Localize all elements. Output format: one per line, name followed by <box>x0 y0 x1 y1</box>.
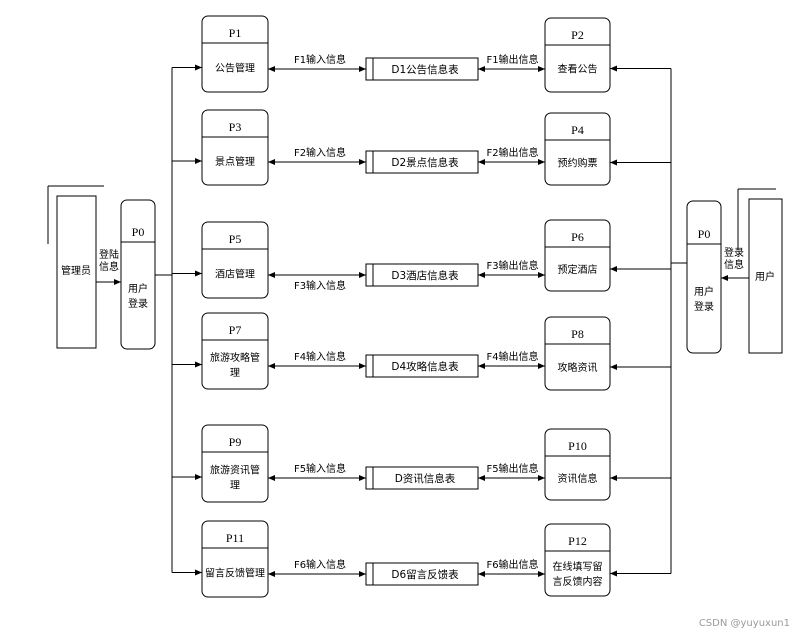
left-process-p7-label: 旅游攻略管 <box>210 351 260 364</box>
data-store-5-label: D资讯信息表 <box>395 472 456 485</box>
left-process-p5-box <box>201 221 269 299</box>
output-flow-label-3: F3输出信息 <box>486 259 538 272</box>
left-process-p9-id: P9 <box>229 435 242 449</box>
data-store-3-box <box>365 263 479 287</box>
left-process-p1-label: 公告管理 <box>215 62 255 75</box>
admin-login-flow-label: 信息 <box>99 260 119 273</box>
output-flow-label-2: F2输出信息 <box>486 146 538 159</box>
left-process-p1-id: P1 <box>229 26 242 40</box>
right-process-p4-id: P4 <box>571 123 584 137</box>
left-process-p9-label: 理 <box>230 480 240 492</box>
data-store-6-box <box>365 562 479 586</box>
input-flow-label-2: F2输入信息 <box>294 146 346 159</box>
data-store-1-box <box>365 57 479 81</box>
left-process-p7-id: P7 <box>229 323 242 337</box>
left-login-process-label: 登录 <box>128 297 148 310</box>
left-login-process-box <box>120 199 156 350</box>
shape-layer <box>47 15 783 598</box>
right-process-p6-box <box>544 219 611 292</box>
right-process-p12-box <box>544 523 611 597</box>
left-process-p9-label: 旅游资讯管 <box>210 464 260 477</box>
admin-entity-label: 管理员 <box>61 264 91 277</box>
right-process-p12-label: 在线填写留 <box>553 560 603 573</box>
input-flow-label-5: F5输入信息 <box>294 462 346 475</box>
user-shadow-edge <box>737 188 776 250</box>
left-process-p11-box <box>201 520 269 598</box>
admin-login-flow-label: 登陆 <box>99 248 119 261</box>
right-process-p6-label: 预定酒店 <box>558 263 598 276</box>
data-store-5-box <box>365 466 479 490</box>
left-process-p7-box <box>201 312 269 390</box>
left-process-p3-box <box>201 109 269 186</box>
output-flow-label-4: F4输出信息 <box>486 350 538 363</box>
right-login-process-label: 用户 <box>694 285 714 298</box>
data-store-4-box <box>365 354 479 378</box>
input-flow-label-6: F6输入信息 <box>294 558 346 571</box>
label-layer: 管理员登陆信息用户登录信息P0用户登录P0用户登录P1公告管理P2查看公告D1公… <box>61 26 790 629</box>
csdn-watermark: CSDN @yuyuxun1 <box>699 618 790 629</box>
right-process-p8-id: P8 <box>571 327 584 341</box>
connector-layer <box>96 64 749 577</box>
data-store-1-label: D1公告信息表 <box>391 63 459 76</box>
left-process-p3-label: 景点管理 <box>215 155 255 168</box>
data-store-2-label: D2景点信息表 <box>391 156 459 169</box>
left-process-p5-id: P5 <box>229 232 242 246</box>
user-login-flow-label: 信息 <box>724 258 744 271</box>
right-login-process-box <box>686 200 722 354</box>
left-process-p3-id: P3 <box>229 120 242 134</box>
input-flow-label-4: F4输入信息 <box>294 350 346 363</box>
user-entity <box>748 198 783 354</box>
right-process-p8-label: 攻略资讯 <box>558 361 598 374</box>
right-process-p4-box <box>544 112 611 186</box>
left-process-p7-label: 理 <box>230 367 240 379</box>
output-flow-label-5: F5输出信息 <box>486 462 538 475</box>
right-login-process-id: P0 <box>698 227 711 241</box>
left-login-process-label: 用户 <box>128 282 148 295</box>
data-store-2-box <box>365 150 479 174</box>
right-process-p10-box <box>544 428 611 501</box>
right-process-p2-label: 查看公告 <box>558 63 598 76</box>
admin-entity <box>56 195 97 349</box>
right-process-p4-label: 预约购票 <box>558 157 598 170</box>
right-login-process-label: 登录 <box>694 300 714 313</box>
left-login-process-id: P0 <box>132 225 145 239</box>
right-process-p12-label: 言反馈内容 <box>553 575 603 588</box>
output-flow-label-6: F6输出信息 <box>486 558 538 571</box>
right-process-p8-box <box>544 316 611 391</box>
input-flow-label-3: F3输入信息 <box>294 279 346 292</box>
input-flow-label-1: F1输入信息 <box>294 53 346 66</box>
right-process-p2-box <box>544 17 611 93</box>
left-process-p11-label: 留言反馈管理 <box>205 567 265 580</box>
admin-shadow-edge <box>47 185 104 244</box>
data-store-4-label: D4攻略信息表 <box>391 360 459 373</box>
left-process-p1-box <box>201 15 269 93</box>
data-store-6-label: D6留言反馈表 <box>391 568 459 581</box>
user-login-flow-label: 登录 <box>724 246 744 259</box>
output-flow-label-1: F1输出信息 <box>486 53 538 66</box>
left-process-p9-box <box>201 424 269 503</box>
right-process-p12-id: P12 <box>568 534 587 548</box>
user-entity-label: 用户 <box>755 270 775 283</box>
right-process-p6-id: P6 <box>571 230 584 244</box>
right-process-p2-id: P2 <box>571 28 584 42</box>
left-process-p11-id: P11 <box>226 531 244 545</box>
data-store-3-label: D3酒店信息表 <box>391 269 459 282</box>
right-process-p10-label: 资讯信息 <box>558 472 598 485</box>
right-process-p10-id: P10 <box>568 439 587 453</box>
left-process-p5-label: 酒店管理 <box>215 268 255 281</box>
